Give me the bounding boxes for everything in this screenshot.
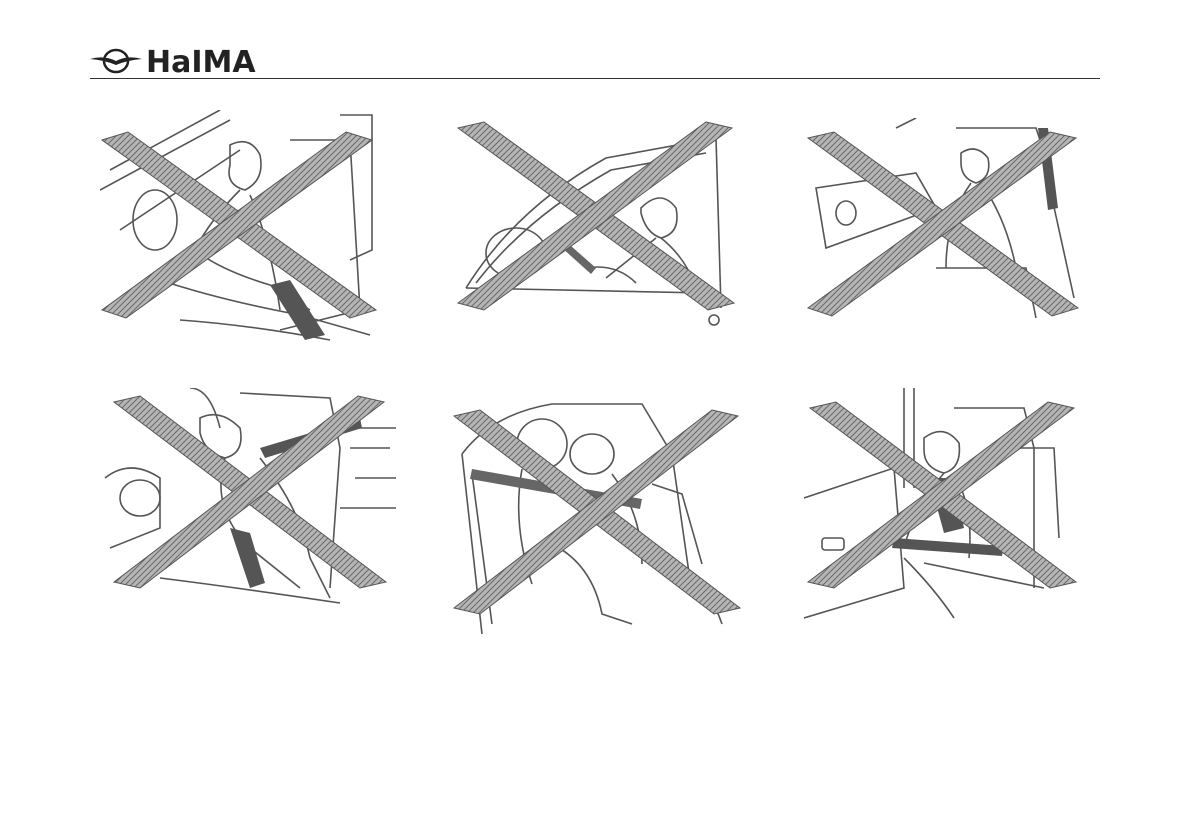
illustration-belt-around-two-people: [452, 394, 742, 640]
cross-icon: [458, 122, 734, 310]
illustration-driver-leaning-forward: [100, 110, 378, 346]
cross-icon: [102, 132, 376, 318]
illustration-child-adult-belt: [804, 388, 1080, 622]
brand-wordmark-logo: HaIMA: [146, 46, 356, 76]
cross-icon: [454, 410, 740, 614]
illustration-belt-behind-passenger: [456, 118, 736, 328]
illustration-seat-reclined-art: [100, 388, 396, 622]
page-header: HaIMA: [90, 40, 1100, 80]
illustration-belt-behind-passenger-art: [456, 118, 736, 328]
illustration-seat-reclined: [100, 388, 396, 622]
illustration-belt-under-arm: [806, 118, 1080, 322]
illustration-belt-around-two-people-art: [452, 394, 742, 640]
illustration-belt-under-arm-art: [806, 118, 1080, 322]
header-rule: [90, 78, 1100, 79]
illustration-child-adult-belt-art: [804, 388, 1080, 622]
haima-emblem-icon: [90, 48, 142, 74]
brand-wordmark-text: HaIMA: [146, 46, 256, 76]
cross-icon: [808, 402, 1076, 588]
illustration-driver-leaning-forward-art: [100, 110, 378, 346]
